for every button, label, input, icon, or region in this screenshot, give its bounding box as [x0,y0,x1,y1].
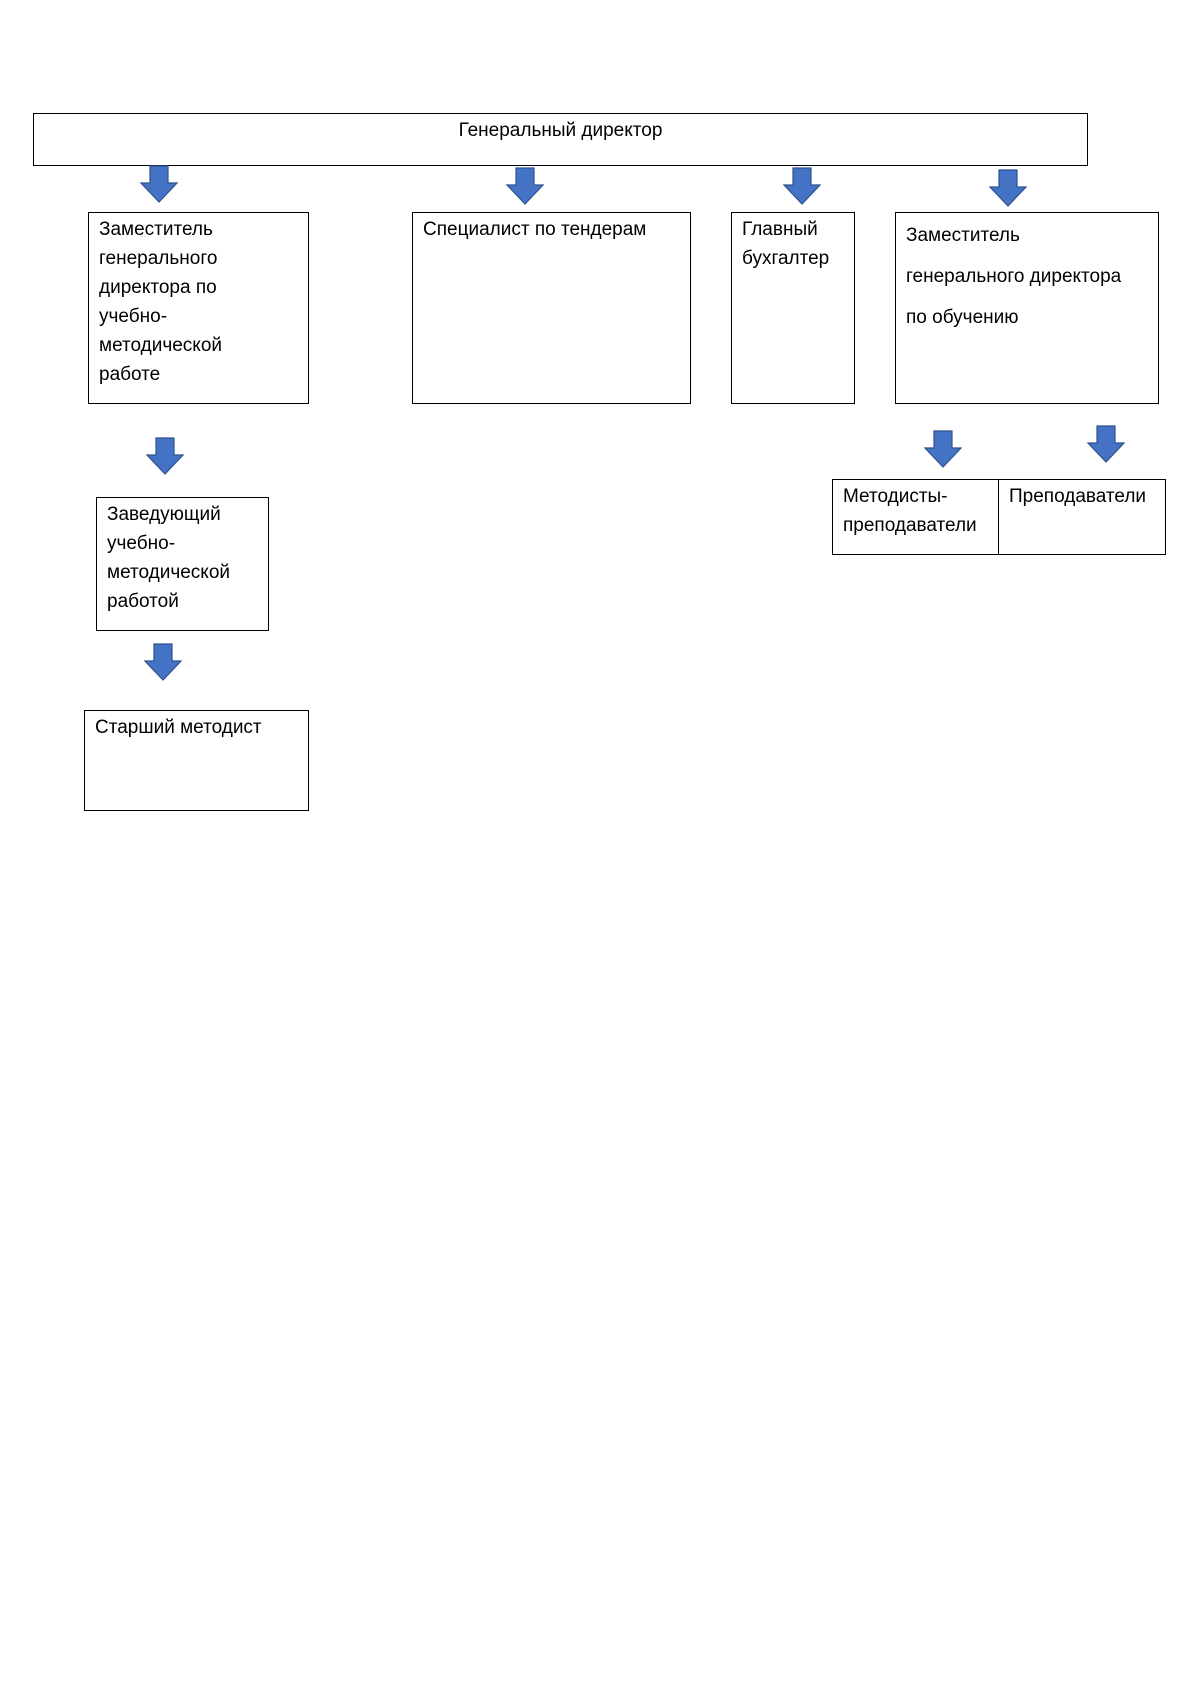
arrow-down-icon [924,430,962,468]
arrow-down-icon [1087,425,1125,463]
general-director-box: Генеральный директор [33,113,1088,166]
head-methodical-label: Заведующий учебно- методической работой [107,504,231,612]
deputy-training-label: Заместитель генерального директора по об… [906,225,1122,328]
arrow-down-icon [783,167,821,205]
senior-methodist-box: Старший методист [84,710,309,811]
chief-accountant-box: Главный бухгалтер [731,212,855,404]
methodists-teachers-box: Методисты- преподаватели [832,479,999,555]
arrow-down-icon [144,643,182,681]
arrow-down-icon [140,165,178,203]
general-director-label: Генеральный директор [458,120,663,141]
chief-accountant-label: Главный бухгалтер [742,219,830,269]
arrow-down-icon [506,167,544,205]
deputy-methodical-label: Заместитель генерального директора по уч… [99,219,223,385]
arrow-down-icon [146,437,184,475]
teachers-box: Преподаватели [998,479,1166,555]
teachers-label: Преподаватели [1009,486,1147,507]
deputy-methodical-box: Заместитель генерального директора по уч… [88,212,309,404]
methodists-teachers-label: Методисты- преподаватели [843,486,977,536]
arrow-down-icon [989,169,1027,207]
head-methodical-box: Заведующий учебно- методической работой [96,497,269,631]
senior-methodist-label: Старший методист [95,717,262,738]
tender-specialist-label: Специалист по тендерам [423,219,647,240]
deputy-training-box: Заместитель генерального директора по об… [895,212,1159,404]
tender-specialist-box: Специалист по тендерам [412,212,691,404]
